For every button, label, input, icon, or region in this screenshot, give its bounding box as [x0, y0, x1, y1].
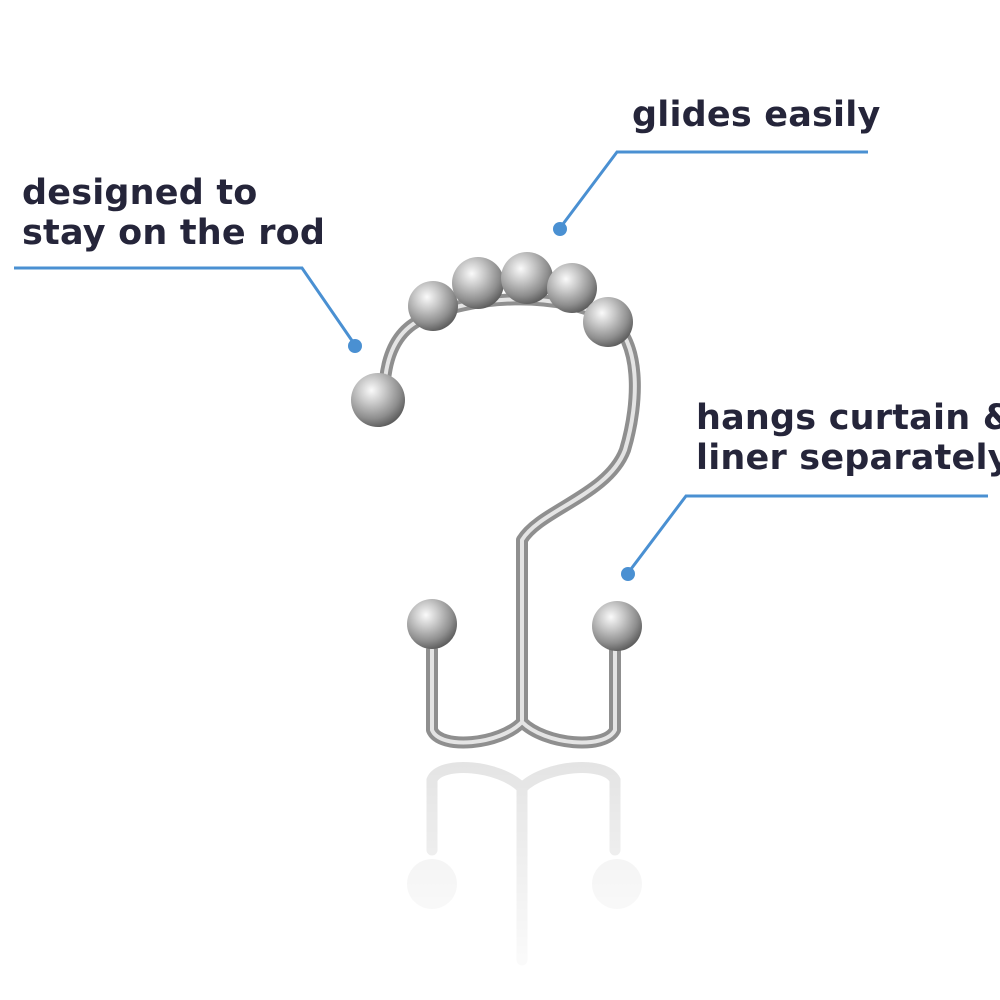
hook-wire-highlight — [383, 297, 637, 745]
end-balls — [351, 373, 642, 651]
leader-line-designed — [14, 266, 357, 346]
roller-ball — [547, 263, 597, 313]
end-ball-bottom-left — [407, 599, 457, 649]
callout-hangs-text: hangs curtain & liner separately — [696, 398, 1000, 478]
roller-ball — [408, 281, 458, 331]
leader-dot-designed — [348, 339, 362, 353]
leader-lines — [14, 150, 988, 574]
callout-designed-text: designed to stay on the rod — [22, 173, 325, 253]
callout-glides-text: glides easily — [632, 95, 880, 135]
leader-line-hangs — [626, 494, 988, 574]
roller-ball — [583, 297, 633, 347]
end-ball-top-left — [351, 373, 405, 427]
callout-hangs-line2: liner separately — [696, 438, 1000, 478]
leader-dot-glides — [553, 222, 567, 236]
callout-glides-line1: glides easily — [632, 95, 881, 135]
callout-designed-line2: stay on the rod — [22, 213, 326, 253]
roller-ball — [452, 257, 504, 309]
roller-ball — [501, 252, 553, 304]
end-ball-bottom-right — [592, 601, 642, 651]
leader-dots — [348, 222, 635, 581]
callout-hangs-line1: hangs curtain & — [696, 398, 1000, 438]
leader-dot-hangs — [621, 567, 635, 581]
hook-reflection — [380, 760, 660, 1000]
hook-wire — [379, 293, 641, 749]
roller-balls — [408, 252, 633, 347]
callout-designed-line1: designed to — [22, 173, 258, 213]
leader-line-glides — [558, 150, 868, 229]
hook — [379, 293, 641, 749]
